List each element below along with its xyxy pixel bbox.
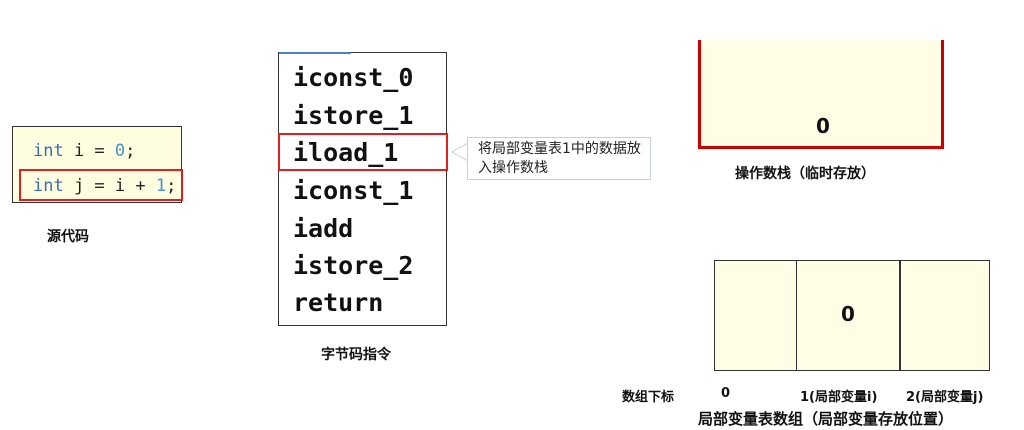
- source-code-label: 源代码: [47, 229, 89, 245]
- cell-divider: [899, 261, 901, 370]
- keyword: int: [33, 141, 64, 161]
- code-line-2: int j = i + 1;: [33, 176, 176, 196]
- cell-divider: [796, 261, 797, 370]
- code-text: ;: [125, 141, 136, 161]
- top-accent-line: [279, 52, 351, 54]
- source-code-box: int i = 0; int j = i + 1;: [12, 126, 183, 203]
- local-variable-table-title: 局部变量表数组（局部变量存放位置）: [698, 410, 954, 428]
- instruction: istore_2: [293, 251, 414, 280]
- operand-stack-label: 操作数栈（临时存放）: [735, 166, 875, 182]
- local-variable-table: 0: [714, 260, 990, 371]
- index-1: 1(局部变量i): [800, 390, 878, 405]
- instruction: istore_1: [293, 101, 414, 130]
- instruction: iadd: [293, 214, 354, 243]
- stack-value: 0: [816, 114, 830, 138]
- operand-stack: 0: [698, 40, 944, 149]
- number: 1: [155, 176, 167, 196]
- instruction: return: [293, 288, 384, 317]
- instruction: iconst_1: [293, 176, 414, 205]
- code-text: i =: [63, 141, 115, 161]
- highlight-box: [19, 169, 183, 201]
- code-text: ;: [166, 176, 177, 196]
- index-0: 0: [721, 386, 731, 401]
- instruction-current: iload_1: [293, 138, 399, 167]
- index-label: 数组下标: [622, 390, 675, 405]
- code-text: j = i +: [63, 176, 156, 196]
- bytecode-box: iconst_0 istore_1 iload_1 iconst_1 iadd …: [278, 52, 448, 326]
- bytecode-label: 字节码指令: [321, 347, 391, 363]
- code-line-1: int i = 0;: [33, 141, 135, 161]
- highlight-box: [278, 133, 448, 171]
- lvt-cell-1: 0: [841, 302, 855, 326]
- index-2: 2(局部变量j): [906, 390, 984, 405]
- number: 0: [114, 141, 126, 161]
- keyword: int: [33, 176, 64, 196]
- callout-pointer: [450, 143, 469, 162]
- callout-text: 将局部变量表1中的数据放入操作数栈: [467, 137, 651, 180]
- instruction: iconst_0: [293, 63, 414, 92]
